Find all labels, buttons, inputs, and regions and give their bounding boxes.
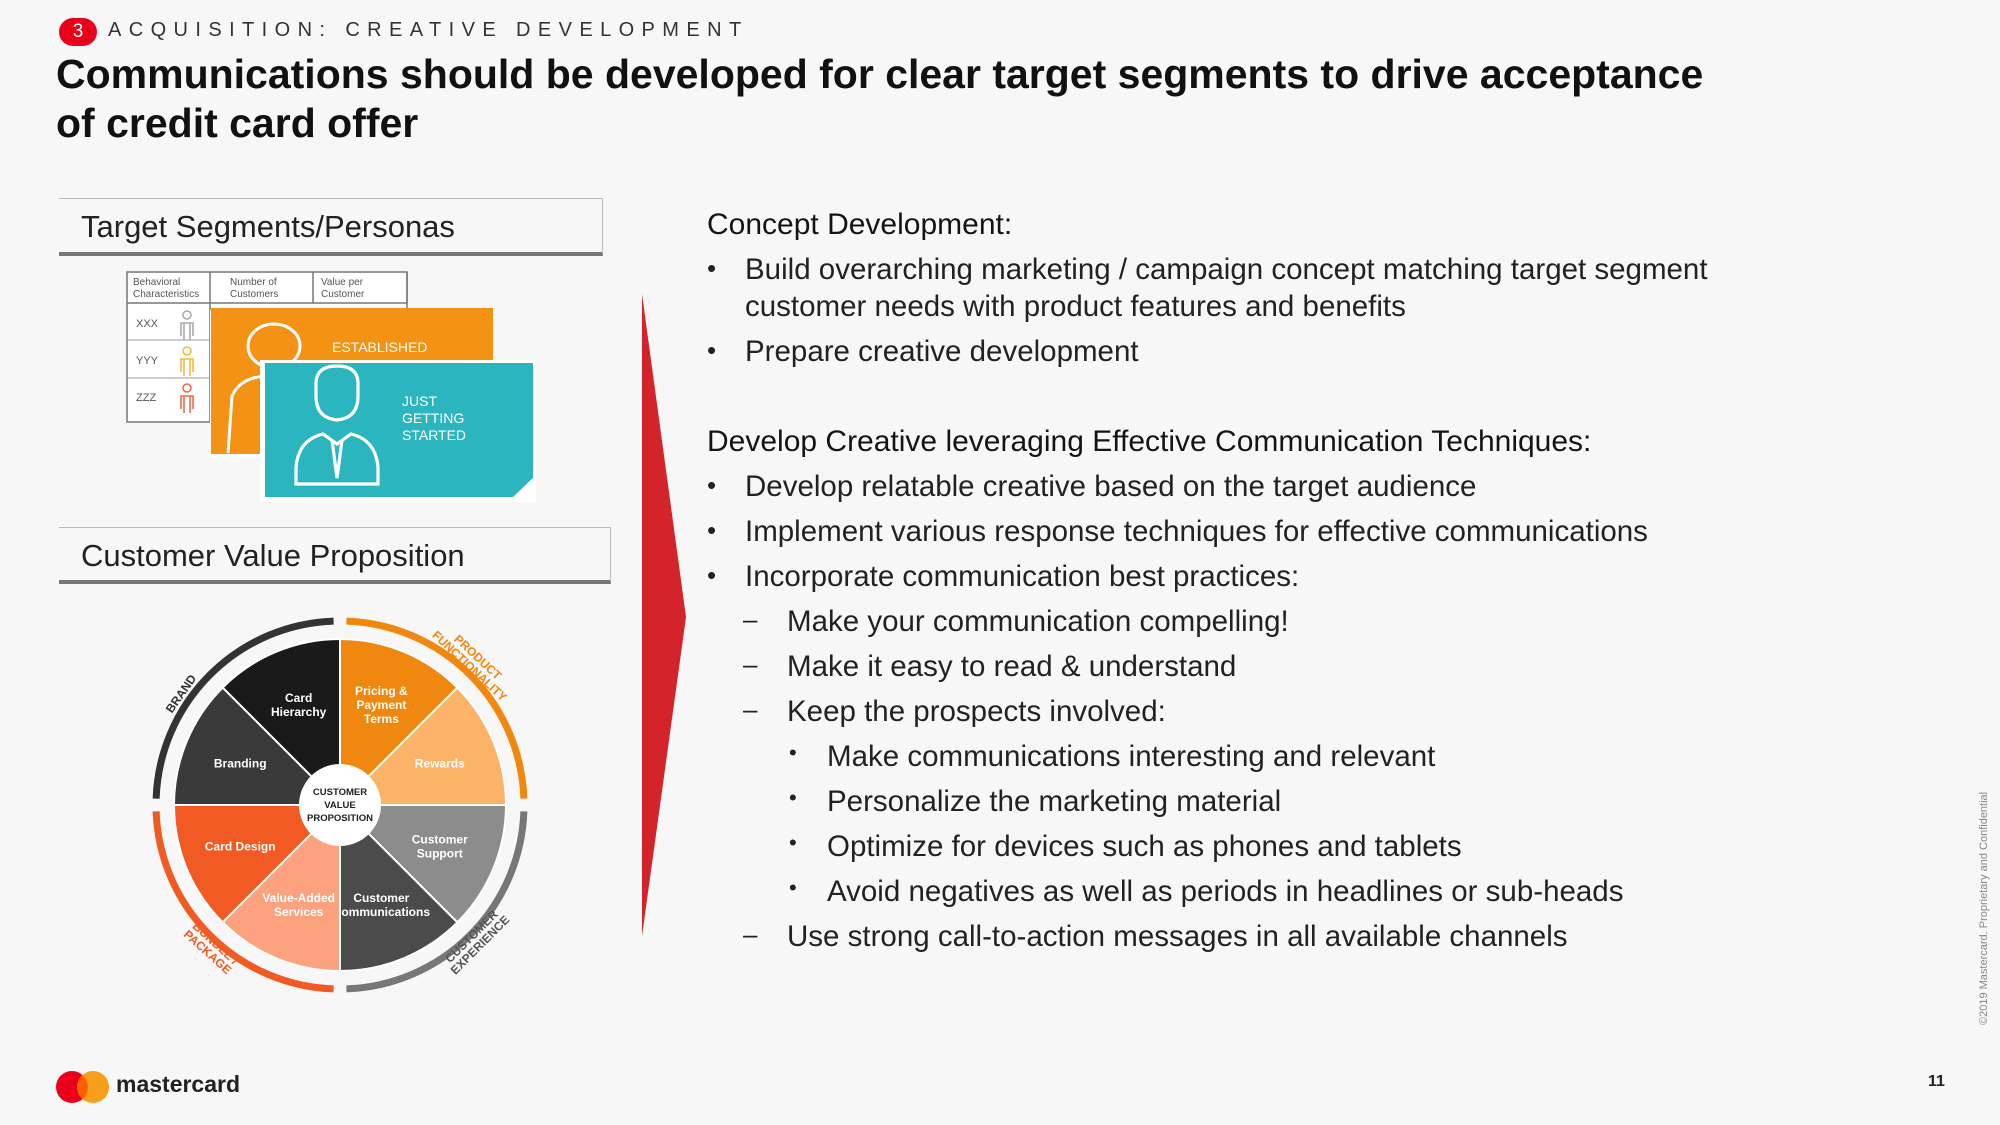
person-icon-grey: [180, 310, 194, 340]
dash-item-3: Keep the prospects involved:: [787, 695, 1166, 728]
concept-bullet-1b: customer needs with product features and…: [745, 290, 1406, 323]
dash-item-2: Make it easy to read & understand: [787, 650, 1237, 683]
wheel-segment-label: Communications: [333, 905, 431, 919]
wheel-segment-label: Support: [417, 846, 463, 860]
sub-bullet-3: Optimize for devices such as phones and …: [827, 830, 1462, 863]
table-header-behavioral: Behavioral: [133, 277, 180, 288]
person-icon-yellow: [180, 346, 194, 376]
wheel-segment-label: Customer: [412, 832, 468, 846]
sub-bullet-dot: •: [789, 740, 797, 765]
persona-label-line-3: STARTED: [402, 427, 466, 443]
page-number: 11: [1928, 1073, 1945, 1090]
creative-bullet-2: Implement various response techniques fo…: [745, 515, 1648, 548]
wheel-segment-value-added-services: [221, 802, 341, 973]
section-label: ACQUISITION: CREATIVE DEVELOPMENT: [108, 19, 749, 41]
table-row-yyy: YYY: [136, 355, 159, 367]
wheel-segment-pricing-terms: [339, 637, 459, 808]
creative-bullet-3: Incorporate communication best practices…: [745, 560, 1300, 593]
wheel-segment-branding: [172, 686, 343, 806]
wheel-segment-label: Branding: [214, 757, 267, 771]
concept-bullet-2: Prepare creative development: [745, 335, 1139, 368]
dash-marker: –: [743, 604, 758, 634]
table-row-xxx: XXX: [136, 318, 159, 330]
table-header-customers: Customers: [230, 289, 278, 300]
sub-bullet-dot: •: [789, 785, 797, 810]
copyright-notice: ©2019 Mastercard. Proprietary and Confid…: [1978, 791, 1990, 1025]
wheel-segment-rewards: [337, 686, 508, 806]
concept-bullet-1a: Build overarching marketing / campaign c…: [745, 253, 1708, 286]
wheel-segment-label: Payment: [356, 698, 406, 712]
wheel-segment-label: Customer: [353, 891, 409, 905]
wheel-segment-label: Terms: [364, 712, 399, 726]
wheel-segment-label: Value-Added: [262, 891, 335, 905]
wheel-outer-arc-customer: [346, 811, 528, 993]
dash-item-1: Make your communication compelling!: [787, 605, 1289, 638]
wheel-segment-card-hierarchy: [221, 637, 341, 808]
flow-arrow: [642, 294, 686, 936]
wheel-segment-label: Hierarchy: [271, 705, 327, 719]
sub-bullet-dot: •: [789, 830, 797, 855]
title-line-1: Communications should be developed for c…: [56, 51, 1704, 97]
wheel-segment-card-design: [172, 804, 343, 924]
bullet-dot: •: [707, 253, 717, 283]
wheel-segment-label: Rewards: [415, 757, 465, 771]
sub-bullet-4: Avoid negatives as well as periods in he…: [827, 875, 1624, 908]
final-dash-item: Use strong call-to-action messages in al…: [787, 920, 1568, 953]
sub-bullet-1: Make communications interesting and rele…: [827, 740, 1436, 773]
cvp-heading: Customer Value Proposition: [59, 527, 611, 584]
wheel-segment-label: Pricing &: [355, 684, 408, 698]
persona-label-established: ESTABLISHED: [332, 339, 427, 355]
wheel-outer-arc-brand: [152, 617, 334, 799]
personas-illustration: Behavioral Characteristics Number of Cus…: [126, 271, 536, 502]
persona-card-just-started: [265, 363, 533, 497]
table-header-value: Value per: [321, 277, 364, 288]
concept-heading: Concept Development:: [707, 208, 1013, 241]
table-row-zzz: ZZZ: [136, 392, 156, 404]
dash-marker: –: [743, 649, 758, 679]
dash-marker: –: [743, 694, 758, 724]
wheel-center-label: VALUE: [324, 800, 356, 811]
wheel-segment-label: Card Design: [205, 839, 276, 853]
table-header-characteristics: Characteristics: [133, 289, 199, 300]
dash-marker: –: [743, 919, 758, 949]
section-number-badge: 3: [59, 18, 97, 46]
wheel-outer-arc-product: [346, 617, 528, 799]
sub-bullet-2: Personalize the marketing material: [827, 785, 1282, 818]
brand-name: mastercard: [116, 1071, 241, 1097]
bullet-dot: •: [707, 335, 717, 365]
persona-label-line-2: GETTING: [402, 410, 464, 426]
title-line-2: of credit card offer: [56, 100, 419, 146]
creative-heading: Develop Creative leveraging Effective Co…: [707, 425, 1592, 458]
bullet-dot: •: [707, 470, 717, 500]
persona-avatar-icon-teal: [294, 364, 380, 486]
table-header-customer: Customer: [321, 289, 365, 300]
person-icon-red: [180, 383, 194, 413]
page-title: Communications should be developed for c…: [56, 50, 1936, 148]
bullet-dot: •: [707, 515, 717, 545]
table-header-number: Number of: [230, 277, 277, 288]
segments-heading: Target Segments/Personas: [59, 198, 603, 256]
wheel-segment-label: Services: [274, 905, 324, 919]
bullet-dot: •: [707, 560, 717, 590]
wheel-center-label: CUSTOMER: [313, 787, 367, 798]
mastercard-logo-icon: [56, 1071, 109, 1103]
wheel-outer-arc-bundle: [152, 811, 334, 993]
sub-bullet-dot: •: [789, 875, 797, 900]
persona-label-line-1: JUST: [402, 393, 437, 409]
wheel-segment-customer-support: [337, 804, 508, 924]
wheel-center: [299, 764, 381, 846]
creative-bullet-1: Develop relatable creative based on the …: [745, 470, 1477, 503]
wheel-center-label: PROPOSITION: [307, 813, 373, 824]
wheel-segment-label: Card: [285, 691, 312, 705]
wheel-segment-customer-communications: [339, 802, 459, 973]
